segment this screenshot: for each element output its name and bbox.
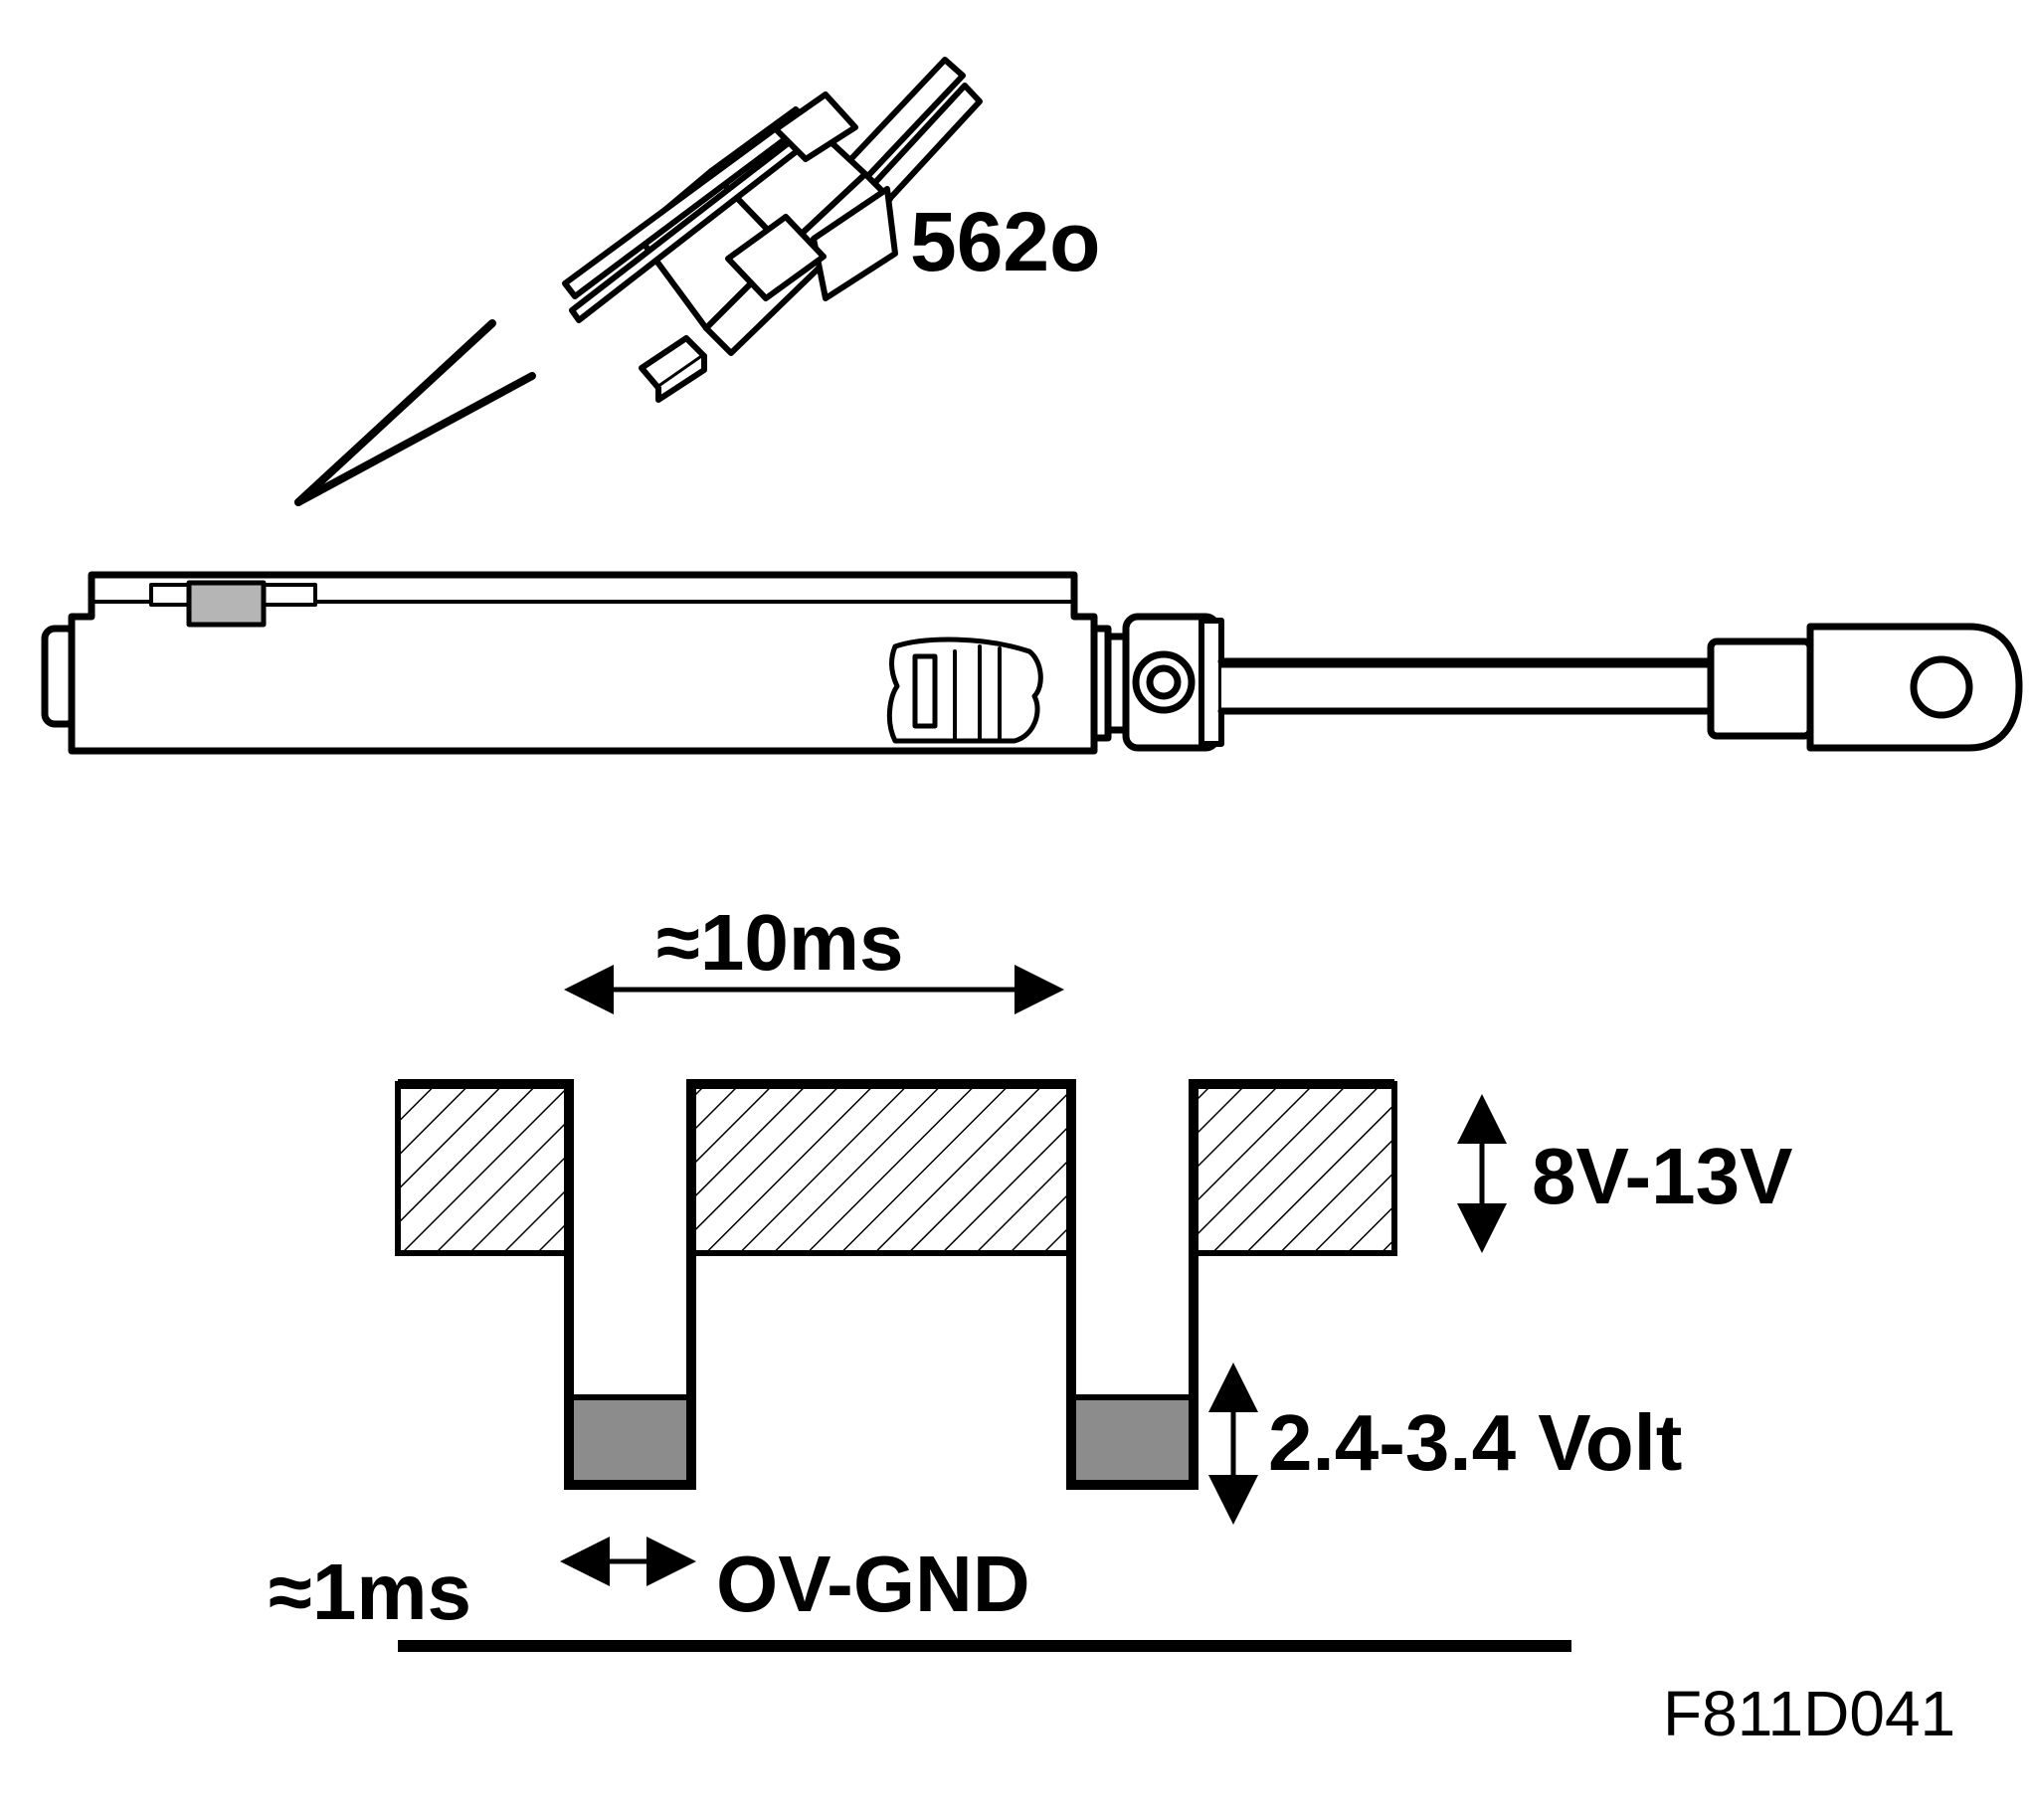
pwm-waveform [395,1079,1397,1490]
pulse-width-label: ≈1ms [269,1547,471,1636]
low-level-band [566,1394,1197,1488]
connector-label: 562o [910,195,1100,288]
high-level-band [395,1081,1397,1256]
ground-label: OV-GND [716,1540,1030,1628]
linear-actuator-illustration [41,571,2023,755]
connector-pointer [294,319,536,506]
period-label: ≈10ms [656,898,904,987]
figure-code: F811D041 [1663,1678,1955,1749]
low-level-label: 2.4-3.4 Volt [1268,1398,1682,1487]
connector-562o-illustration [562,57,983,403]
signal-trace [398,1079,1394,1490]
high-level-label: 8V-13V [1532,1132,1792,1220]
